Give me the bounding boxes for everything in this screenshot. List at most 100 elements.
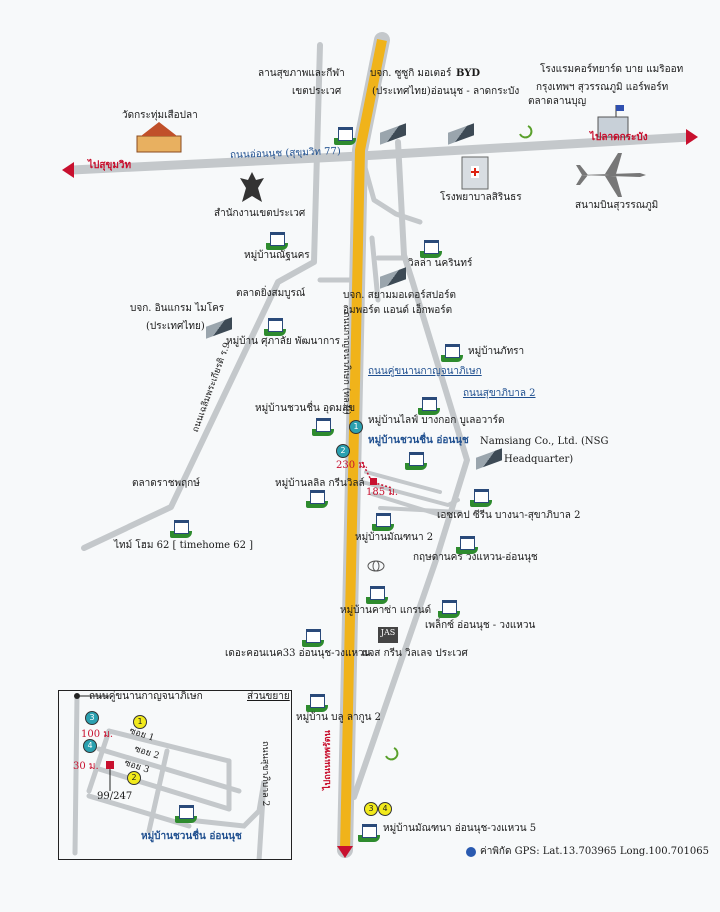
village-icon	[312, 416, 334, 436]
label-supalai: หมู่บ้าน ศุภาลัย พัฒนาการ	[226, 336, 340, 347]
bangchak-logo-icon	[519, 125, 533, 139]
road-name-kanchanaphisek: ถนนกาญจนาภิเษก (ทล.9)	[341, 312, 351, 415]
label-suzuki-2: (ประเทศไทย)อ่อนนุช - ลาดกระบัง	[372, 86, 520, 97]
label-casa-grand: หมู่บ้านคาซ่า แกรนด์	[340, 605, 432, 616]
direction-south: ไปถนนเทพรัตน	[323, 730, 333, 790]
road-name-sukhaphiban-2: ถนนสุขาภิบาล 2	[463, 388, 536, 399]
inset-enlarged-map: ถนนคู่ขนานกาญจนาภิเษก ส่วนขยาย ซอย 1 ซอย…	[58, 690, 292, 860]
label-byd: BYD	[456, 68, 481, 79]
village-icon	[418, 395, 440, 415]
village-icon	[405, 450, 427, 470]
arrow-east	[686, 129, 698, 145]
label-connect33: เดอะคอนเนค33 อ่อนนุช-วงแหวน	[225, 648, 371, 659]
label-district-office: สำนักงานเขตประเวศ	[214, 208, 306, 219]
arrow-west	[62, 162, 74, 178]
marker-3-yellow: 3	[364, 802, 378, 816]
village-icon	[456, 534, 478, 554]
label-hospital: โรงพยาบาลสิรินธร	[440, 192, 522, 203]
label-timehome: ไทม์ โฮม 62 [ timehome 62 ]	[114, 540, 254, 551]
village-icon	[470, 487, 492, 507]
label-life-bangkok: หมู่บ้านไลฟ์ บางกอก บูเลอวาร์ด	[368, 415, 505, 426]
label-mantana-5: หมู่บ้านมัณฑนา อ่อนนุช-วงแหวน 5	[383, 823, 537, 834]
temple-icon	[136, 122, 182, 153]
inset-address: 99/247	[97, 791, 133, 802]
distance-230m: 230 ม.	[336, 460, 369, 471]
road-link-a	[369, 235, 381, 303]
label-jas-green-village: แจส กรีน วิลเลจ ประเวศ	[362, 648, 468, 659]
gps-label: ค่าพิกัด GPS:	[480, 846, 540, 857]
label-villa-nakarin: วิลล่า นครินทร์	[408, 258, 473, 269]
label-escape: เอซเคป ซีรีน บางนา-สุขาภิบาล 2	[437, 510, 581, 521]
label-chuanchuen-udomsuk: หมู่บ้านชวนชื่น อุดมสุข	[255, 403, 356, 414]
label-market-ying: ตลาดยิ่งสมบูรณ์	[236, 288, 306, 299]
marker-4-yellow: 4	[378, 802, 392, 816]
route-dotted	[361, 461, 393, 489]
soi-1	[364, 470, 442, 494]
road-chaloem-r9	[81, 42, 323, 551]
gps-lat: Lat.13.703965	[542, 846, 617, 857]
label-ingram-2: (ประเทศไทย)	[146, 321, 205, 332]
toyota-logo-icon	[367, 560, 385, 572]
inset-distance-30m: 30 ม.	[73, 761, 99, 772]
soi-4	[378, 506, 462, 514]
garuda-emblem-icon	[240, 172, 264, 202]
label-phattra: หมู่บ้านภัทรา	[468, 346, 525, 357]
inset-marker-2: 2	[127, 771, 141, 785]
label-nattanakorn: หมู่บ้านณัฐนคร	[244, 250, 310, 261]
marker-1-teal: 1	[349, 420, 363, 434]
airplane-icon	[576, 153, 646, 197]
gps-long: Long.100.701065	[619, 846, 709, 857]
label-hotel: โรงแรมคอร์ทยาร์ด บาย แมริออท	[540, 64, 684, 75]
village-icon	[306, 488, 328, 508]
property-marker	[370, 478, 377, 485]
park-icon	[334, 125, 356, 145]
gps-coordinates: ค่าพิกัด GPS: Lat.13.703965 Long.100.701…	[480, 846, 709, 858]
label-ingram: บจก. อินแกรม ไมโคร	[130, 303, 225, 314]
village-icon	[358, 822, 380, 842]
inset-title: ส่วนขยาย	[247, 691, 290, 702]
label-lalin: หมู่บ้านลลิล กรีนวิลล์	[275, 478, 365, 489]
label-mantana-2: หมู่บ้านมัณฑนา 2	[355, 532, 434, 543]
inset-roads	[72, 693, 267, 859]
village-icon	[420, 238, 442, 258]
label-airport: สนามบินสุวรรณภูมิ	[575, 200, 659, 211]
road-loop	[361, 161, 423, 225]
label-siam-motor: บจก. สยามมอเตอร์สปอร์ต	[343, 290, 456, 301]
label-blue-lagoon: หมู่บ้าน บลู ลากูน 2	[296, 712, 381, 723]
label-krisda: กฤษดานคร วงแหวน-อ่อนนุช	[413, 552, 538, 563]
marker-2-teal: 2	[336, 444, 350, 458]
village-icon	[441, 342, 463, 362]
village-icon	[438, 598, 460, 618]
label-plex: เพล็กซ์ อ่อนนุช - วงแหวน	[425, 620, 536, 631]
label-sports-park-2: เขตประเวศ	[292, 86, 342, 97]
inset-marker-4: 4	[83, 739, 97, 753]
village-icon	[306, 692, 328, 712]
soi-2	[360, 480, 460, 507]
label-suzuki: บจก. ซูซูกิ มอเตอร์	[370, 68, 452, 79]
label-namsiang-2: Headquarter)	[504, 454, 574, 465]
highway-kanchanaphisek	[340, 39, 387, 851]
village-icon	[175, 803, 197, 823]
label-namsiang: Namsiang Co., Ltd. (NSG	[480, 436, 609, 447]
village-icon	[264, 316, 286, 336]
inset-road-sukhaphiban-2: ถนนสุขาภิบาล 2	[260, 741, 270, 807]
road-name-frontage: ถนนคู่ขนานกาญจนาภิเษก	[368, 366, 482, 377]
inset-distance-100m: 100 ม.	[81, 729, 114, 740]
inset-marker-3: 3	[85, 711, 99, 725]
label-siam-motor-2: อิมพอร์ต แอนด์ เอ็กพอร์ต	[343, 305, 453, 316]
direction-to-latkrabang: ไปลาดกระบัง	[590, 132, 648, 143]
bangchak-logo-icon	[385, 747, 399, 761]
label-hotel-2: กรุงเทพฯ สุวรรณภูมิ แอร์พอร์ท	[536, 82, 669, 93]
inset-road-label: ถนนคู่ขนานกาญจนาภิเษก	[89, 691, 203, 702]
label-chuanchuen-onnut: หมู่บ้านชวนชื่น อ่อนนุช	[368, 435, 469, 446]
inset-marker-1: 1	[133, 715, 147, 729]
gps-icon	[466, 847, 476, 857]
road-sukhaphiban-2	[351, 139, 470, 800]
hospital-icon	[461, 156, 489, 190]
distance-185m: 185 ม.	[366, 487, 399, 498]
label-market-lanbun: ตลาดลานบุญ	[528, 96, 587, 107]
village-icon	[302, 627, 324, 647]
inset-village: หมู่บ้านชวนชื่น อ่อนนุช	[141, 831, 242, 842]
village-icon	[372, 511, 394, 531]
